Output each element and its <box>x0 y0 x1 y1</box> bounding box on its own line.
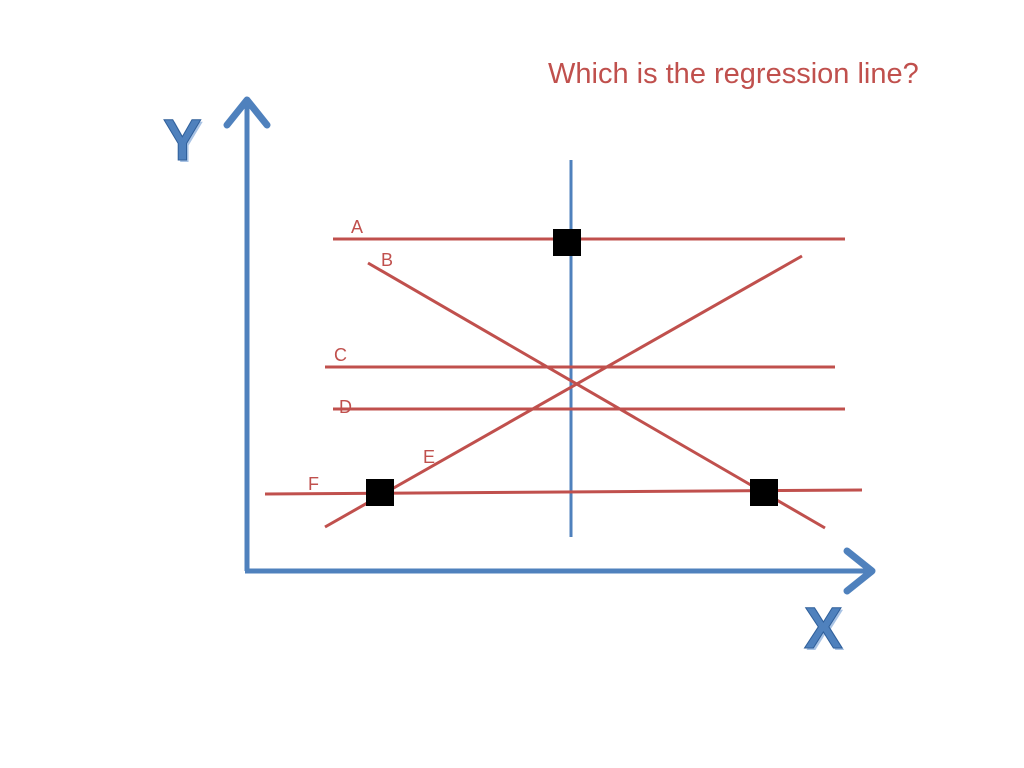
point-bottom-right <box>750 479 778 506</box>
line-d-label: D <box>339 397 352 417</box>
point-bottom-left <box>366 479 394 506</box>
x-axis-label: X <box>804 596 844 661</box>
question-title: Which is the regression line? <box>548 58 919 90</box>
line-f-label: F <box>308 474 319 494</box>
line-c-label: C <box>334 345 347 365</box>
line-a-label: A <box>351 217 364 237</box>
line-e <box>324 254 803 529</box>
point-top <box>553 229 581 256</box>
line-b <box>367 261 826 530</box>
y-axis-label: Y <box>163 108 203 173</box>
line-e-label: E <box>423 447 436 467</box>
line-b-label: B <box>381 250 394 270</box>
